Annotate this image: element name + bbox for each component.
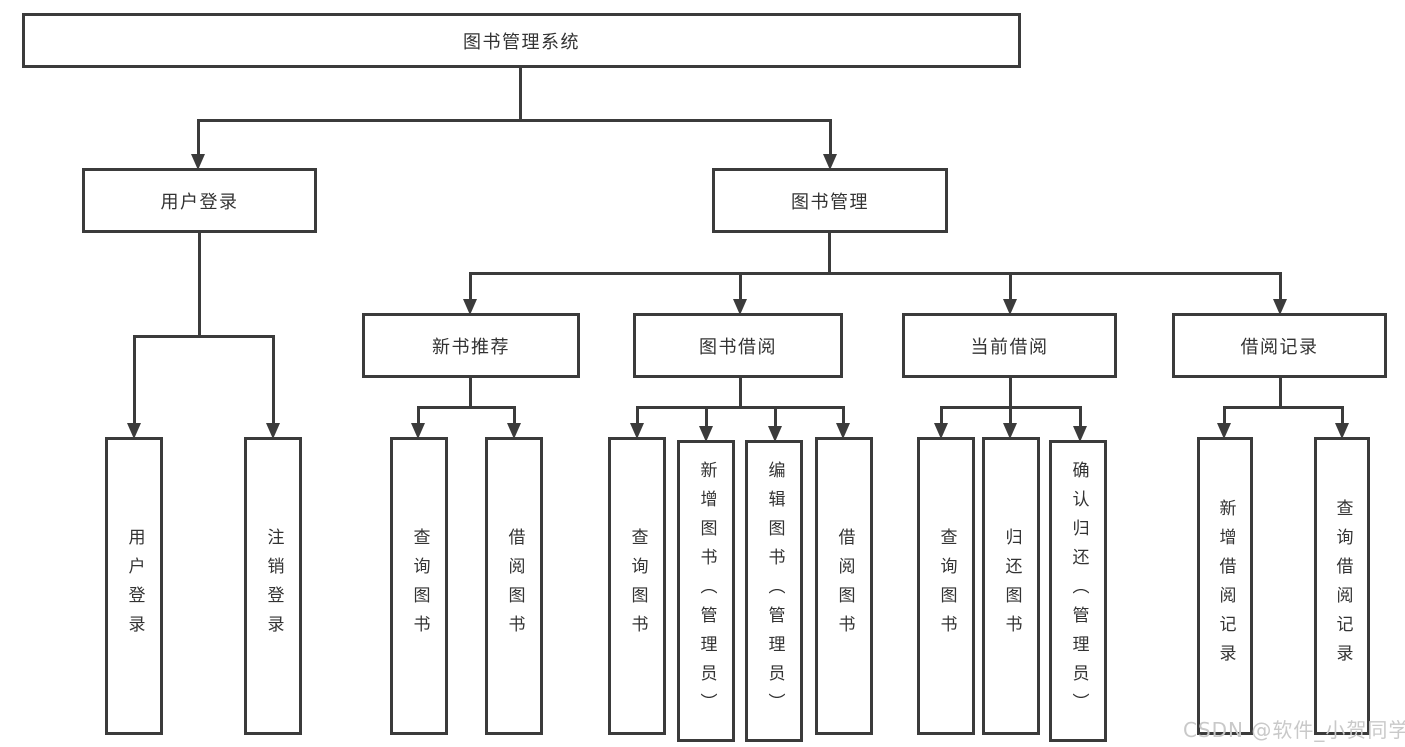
node-bb-borrow-book: 借阅图书 xyxy=(815,437,873,735)
arrow-down-icon xyxy=(463,299,477,315)
node-label: 注销登录 xyxy=(263,528,284,644)
node-label: 用户登录 xyxy=(124,528,145,644)
arrow-down-icon xyxy=(934,423,948,439)
arrow-down-icon xyxy=(1003,423,1017,439)
node-br-query-record: 查询借阅记录 xyxy=(1314,437,1370,735)
node-bb-query-book: 查询图书 xyxy=(608,437,666,735)
node-label: 新增图书（管理员） xyxy=(696,460,717,722)
connector-arrow-stem xyxy=(416,406,420,425)
arrow-down-icon xyxy=(630,423,644,439)
connector-stem xyxy=(518,68,522,121)
node-cb-query-book: 查询图书 xyxy=(917,437,975,735)
connector-stem xyxy=(738,378,742,408)
node-user-login: 用户登录 xyxy=(82,168,317,233)
node-label: 新增借阅记录 xyxy=(1215,499,1236,673)
node-root: 图书管理系统 xyxy=(22,13,1021,68)
connector-bar xyxy=(468,272,1282,275)
node-label: 借阅图书 xyxy=(834,528,855,644)
node-br-add-record: 新增借阅记录 xyxy=(1197,437,1253,735)
connector-bar xyxy=(132,335,275,338)
connector-bar xyxy=(1222,406,1344,409)
connector-arrow-stem xyxy=(704,406,708,428)
arrow-down-icon xyxy=(1073,426,1087,442)
node-cb-confirm-return: 确认归还（管理员） xyxy=(1049,440,1107,742)
node-label: 新书推荐 xyxy=(432,336,510,358)
connector-arrow-stem xyxy=(1008,272,1012,301)
arrow-down-icon xyxy=(1217,423,1231,439)
connector-arrow-stem xyxy=(738,272,742,301)
connector-stem xyxy=(827,233,831,274)
node-nb-borrow-book: 借阅图书 xyxy=(485,437,543,735)
node-book-mgmt: 图书管理 xyxy=(712,168,948,233)
arrow-down-icon xyxy=(127,423,141,439)
connector-arrow-stem xyxy=(271,335,275,425)
connector-arrow-stem xyxy=(196,119,200,156)
node-ul-login: 用户登录 xyxy=(105,437,163,735)
node-label: 确认归还（管理员） xyxy=(1068,460,1089,722)
arrow-down-icon xyxy=(191,154,205,170)
connector-arrow-stem xyxy=(635,406,639,425)
arrow-down-icon xyxy=(507,423,521,439)
node-label: 图书管理 xyxy=(791,191,869,213)
connector-arrow-stem xyxy=(468,272,472,301)
node-label: 用户登录 xyxy=(160,191,239,213)
connector-bar xyxy=(416,406,516,409)
arrow-down-icon xyxy=(1335,423,1349,439)
connector-arrow-stem xyxy=(841,406,845,425)
connector-arrow-stem xyxy=(1078,406,1082,428)
connector-stem xyxy=(468,378,472,408)
node-current-borrow: 当前借阅 xyxy=(902,313,1117,378)
node-label: 查询图书 xyxy=(936,528,957,644)
arrow-down-icon xyxy=(1003,299,1017,315)
node-nb-query-book: 查询图书 xyxy=(390,437,448,735)
node-label: 借阅图书 xyxy=(504,528,525,644)
connector-arrow-stem xyxy=(512,406,516,425)
node-new-book-rec: 新书推荐 xyxy=(362,313,580,378)
node-label: 图书借阅 xyxy=(699,336,777,358)
arrow-down-icon xyxy=(836,423,850,439)
node-label: 查询借阅记录 xyxy=(1332,499,1353,673)
connector-arrow-stem xyxy=(939,406,943,425)
node-bb-add-book: 新增图书（管理员） xyxy=(677,440,735,742)
node-borrow-record: 借阅记录 xyxy=(1172,313,1387,378)
node-label: 查询图书 xyxy=(409,528,430,644)
arrow-down-icon xyxy=(411,423,425,439)
connector-arrow-stem xyxy=(828,119,832,156)
connector-arrow-stem xyxy=(1008,406,1012,425)
node-bb-edit-book: 编辑图书（管理员） xyxy=(745,440,803,742)
arrow-down-icon xyxy=(266,423,280,439)
node-label: 编辑图书（管理员） xyxy=(764,460,785,722)
arrow-down-icon xyxy=(768,426,782,442)
node-ul-logout: 注销登录 xyxy=(244,437,302,735)
connector-stem xyxy=(197,233,201,337)
arrow-down-icon xyxy=(699,426,713,442)
arrow-down-icon xyxy=(823,154,837,170)
connector-arrow-stem xyxy=(1340,406,1344,425)
node-label: 归还图书 xyxy=(1001,528,1022,644)
connector-arrow-stem xyxy=(1222,406,1226,425)
watermark: CSDN @软件_小贺同学 xyxy=(1183,718,1405,742)
connector-bar xyxy=(635,406,845,409)
connector-stem xyxy=(1278,378,1282,408)
node-label: 借阅记录 xyxy=(1240,336,1319,358)
connector-arrow-stem xyxy=(1278,272,1282,301)
node-label: 当前借阅 xyxy=(970,336,1049,358)
node-cb-return-book: 归还图书 xyxy=(982,437,1040,735)
connector-stem xyxy=(1008,378,1012,408)
arrow-down-icon xyxy=(733,299,747,315)
connector-bar xyxy=(196,119,832,122)
connector-arrow-stem xyxy=(773,406,777,428)
arrow-down-icon xyxy=(1273,299,1287,315)
node-book-borrow: 图书借阅 xyxy=(633,313,843,378)
node-label: 查询图书 xyxy=(627,528,648,644)
connector-arrow-stem xyxy=(132,335,136,425)
node-label: 图书管理系统 xyxy=(463,31,580,53)
